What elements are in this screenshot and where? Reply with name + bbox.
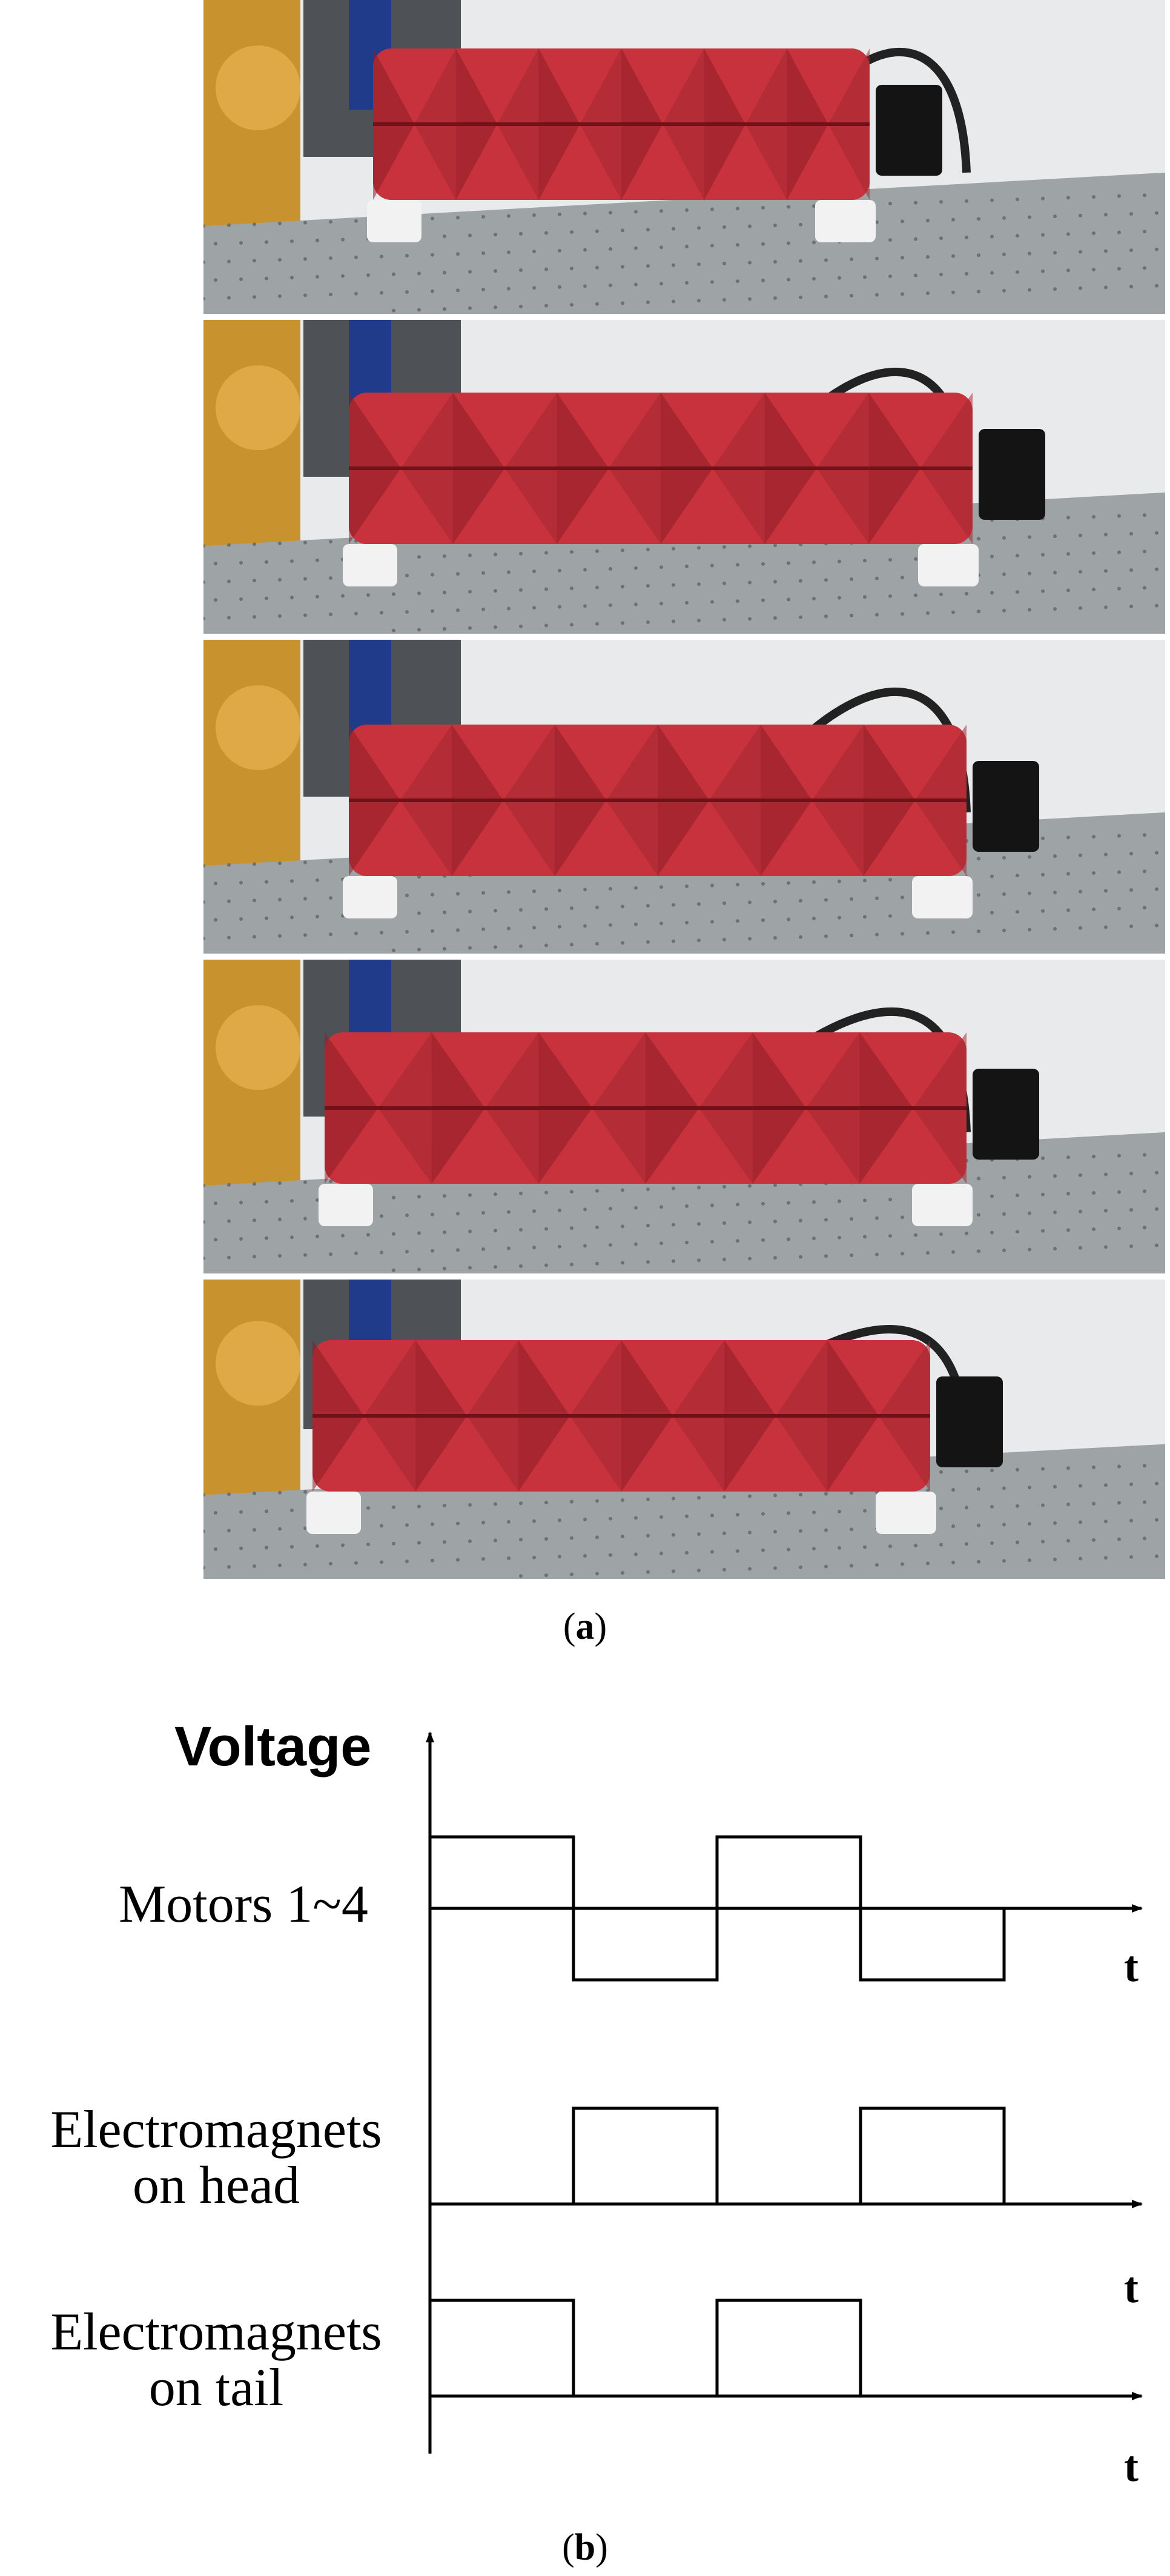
wooden-reel <box>216 1321 300 1406</box>
caption-a-letter: a <box>575 1606 595 1647</box>
wooden-reel <box>216 1005 300 1090</box>
timing-diagram <box>426 1731 1143 2454</box>
tail-foot <box>343 876 397 918</box>
time-label-tail: t <box>1124 2442 1139 2491</box>
signal-label-head-line2: on head <box>132 2156 300 2216</box>
signal-label-head: Electromagnets on head <box>7 2102 425 2214</box>
waveform-tail-electromagnets <box>430 2299 1004 2398</box>
head-foot <box>918 544 979 586</box>
tail-foot <box>367 200 421 242</box>
signal-label-tail-line2: on tail <box>148 2359 284 2418</box>
head-foot <box>815 200 876 242</box>
voltage-label: Voltage <box>174 1716 372 1778</box>
head-foot <box>912 1184 973 1226</box>
robot-photo <box>203 960 1165 1273</box>
signal-label-head-line1: Electromagnets <box>50 2100 382 2159</box>
caption-b: (b) <box>562 2527 608 2568</box>
robot-photo <box>203 1280 1165 1579</box>
head-motor <box>979 429 1045 520</box>
time-label-motors: t <box>1124 1942 1139 1991</box>
signal-label-tail-line1: Electromagnets <box>50 2303 382 2362</box>
head-motor <box>936 1376 1003 1467</box>
photo-frame-2 <box>203 320 1165 634</box>
photo-frame-4 <box>203 960 1165 1273</box>
caption-b-letter: b <box>574 2527 596 2568</box>
tail-foot <box>306 1492 361 1534</box>
robot-photo <box>203 320 1165 634</box>
robot-photo <box>203 0 1165 314</box>
caption-a: (a) <box>563 1606 607 1647</box>
head-foot <box>876 1492 936 1534</box>
wooden-reel <box>216 365 300 451</box>
signal-label-tail: Electromagnets on tail <box>7 2303 425 2418</box>
head-foot <box>912 876 973 918</box>
wooden-reel <box>216 685 300 771</box>
tail-foot <box>343 544 397 586</box>
head-motor <box>973 761 1039 852</box>
waveform-head-electromagnets <box>430 2106 1006 2206</box>
head-motor <box>876 85 942 176</box>
waveform-motors <box>430 1835 1006 1982</box>
head-motor <box>973 1069 1039 1160</box>
robot-photo <box>203 640 1165 954</box>
photo-frame-3 <box>203 640 1165 954</box>
signal-label-motors: Motors 1~4 <box>119 1875 368 1934</box>
time-label-head: t <box>1124 2263 1139 2312</box>
optical-table <box>203 172 1165 314</box>
tail-foot <box>319 1184 373 1226</box>
photo-frame-1 <box>203 0 1165 314</box>
photo-frame-5 <box>203 1280 1165 1579</box>
wooden-reel <box>216 45 300 131</box>
